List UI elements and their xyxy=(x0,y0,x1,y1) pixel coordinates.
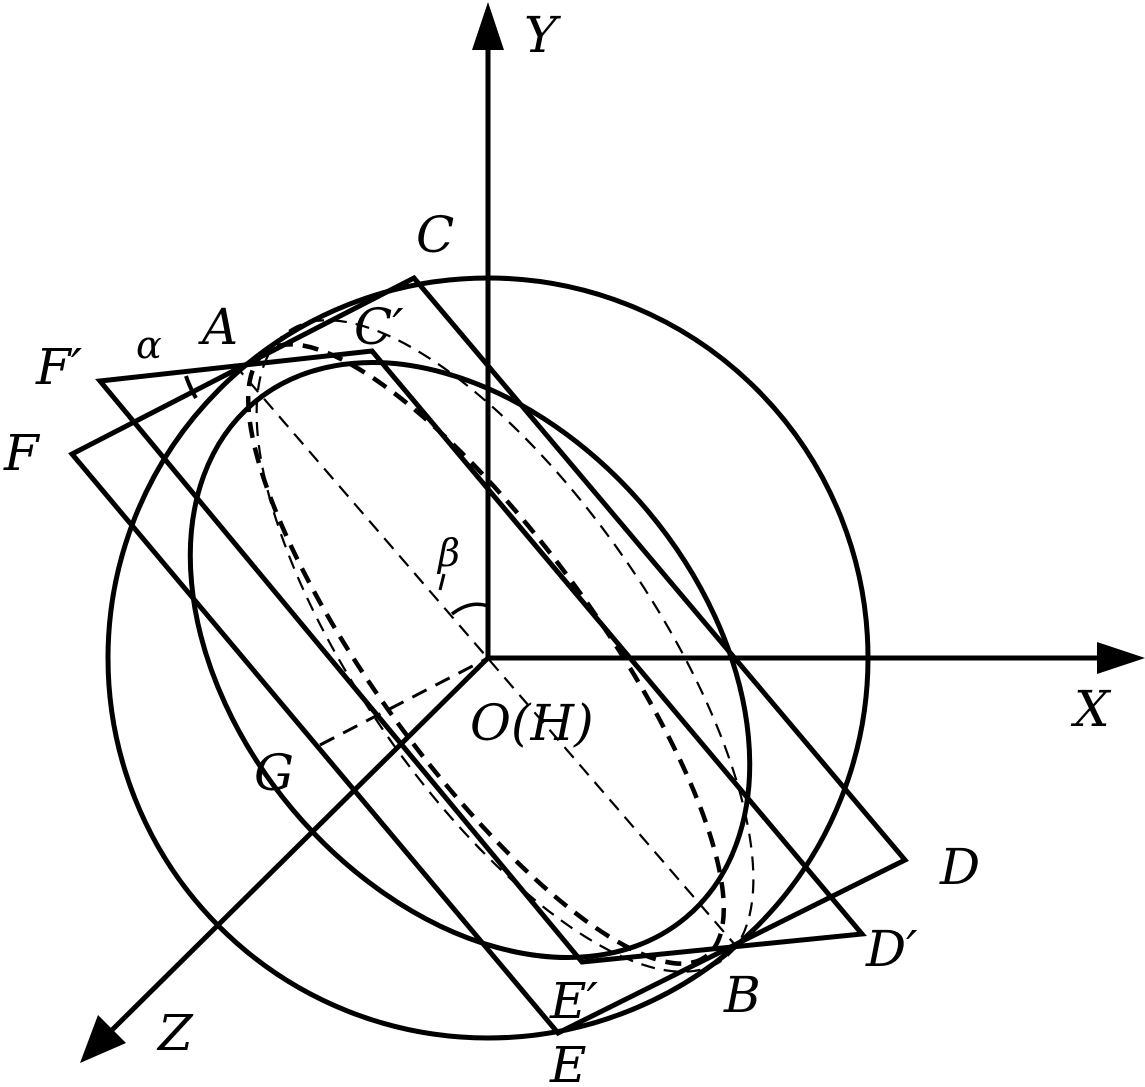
alpha-angle-arc xyxy=(184,375,198,400)
label-point-f-prime: F′ xyxy=(35,338,83,396)
line-go xyxy=(319,656,489,747)
label-point-e-prime: E′ xyxy=(549,972,598,1030)
label-point-c-prime: C′ xyxy=(354,298,404,356)
z-axis-arrow xyxy=(80,1015,126,1063)
label-y-axis: Y xyxy=(524,6,561,64)
z-axis-line xyxy=(110,656,490,1032)
solid-ellipse xyxy=(187,360,753,960)
label-origin: O(H) xyxy=(470,694,594,752)
beta-indicator xyxy=(438,573,446,591)
label-point-f: F xyxy=(3,424,41,482)
label-point-e: E xyxy=(549,1036,587,1087)
rectangle-cdef-prime xyxy=(95,348,867,965)
label-alpha: α xyxy=(136,323,162,367)
label-x-axis: X xyxy=(1070,680,1112,738)
dashed-ellipse-thin xyxy=(255,319,755,973)
label-point-a: A xyxy=(198,298,238,356)
label-point-d: D xyxy=(939,838,980,896)
dashed-ellipse-thick xyxy=(245,342,727,966)
label-beta: β xyxy=(436,531,460,575)
rectangle-cdef xyxy=(68,274,909,1037)
label-point-b: B xyxy=(723,966,761,1024)
beta-angle-arc xyxy=(450,602,489,616)
label-point-d-prime: D′ xyxy=(865,920,918,978)
label-point-g: G xyxy=(254,744,294,802)
diagonal-ab xyxy=(233,363,737,947)
y-axis-arrow xyxy=(472,2,504,50)
label-z-axis: Z xyxy=(156,1004,194,1062)
label-point-c: C xyxy=(416,206,454,264)
x-axis-arrow xyxy=(1097,642,1145,674)
